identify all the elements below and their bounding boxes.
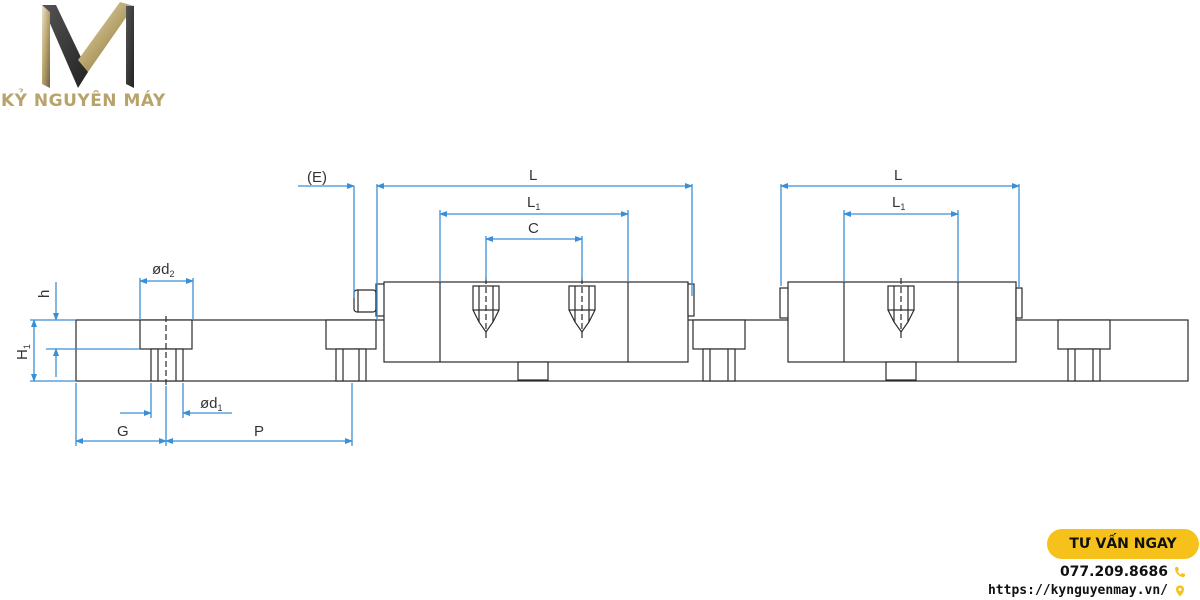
label-h: h: [36, 290, 53, 298]
website-contact[interactable]: https://kynguyenmay.vn/: [988, 583, 1186, 598]
label-H1: H1: [14, 344, 32, 360]
label-L1-block2: L1: [892, 194, 905, 212]
rail: [75, 316, 1189, 385]
location-pin-icon: [1176, 585, 1184, 596]
label-L-block2: L: [894, 167, 902, 184]
label-P: P: [254, 423, 264, 440]
dimension-lines: [30, 183, 1020, 446]
label-L-block1: L: [529, 167, 537, 184]
logo-m-mark: [42, 2, 134, 88]
dimension-labels: (E) L L1 C L L1 ød2 ød1 G P h H1: [14, 167, 905, 440]
carriage-block-1: [353, 278, 695, 381]
website-link[interactable]: https://kynguyenmay.vn/: [987, 583, 1168, 598]
label-d2: ød2: [152, 261, 175, 279]
carriage-block-2: [779, 278, 1023, 381]
label-L1-block1: L1: [527, 194, 540, 212]
label-d1: ød1: [200, 395, 223, 413]
label-G: G: [117, 423, 129, 440]
consult-now-button[interactable]: TƯ VẤN NGAY: [1047, 529, 1199, 559]
brand-logo: KỶ NGUYÊN MÁY: [0, 0, 185, 118]
phone-contact[interactable]: 077.209.8686: [1060, 564, 1186, 580]
phone-icon: [1174, 567, 1185, 578]
label-E: (E): [307, 169, 327, 186]
label-C: C: [528, 220, 539, 237]
brand-name: KỶ NGUYÊN MÁY: [1, 91, 166, 111]
phone-number[interactable]: 077.209.8686: [1059, 564, 1168, 580]
